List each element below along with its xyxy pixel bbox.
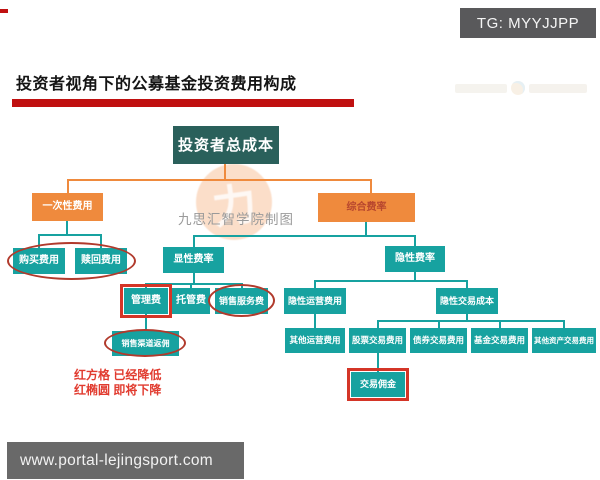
red-ellipse-sales-rebate — [104, 329, 186, 357]
node-trading-commission: 交易佣金 — [351, 372, 405, 397]
node-bond-trading-fee: 债券交易费用 — [410, 328, 467, 353]
corner-red-dash — [0, 9, 8, 13]
node-custody-fee: 托管费 — [172, 288, 210, 314]
connector — [193, 235, 416, 237]
connector — [193, 235, 195, 247]
connector — [377, 320, 379, 328]
connector — [563, 320, 565, 328]
legend-line-red-square: 红方格 已经降低 — [74, 368, 162, 382]
node-fund-trading-fee: 基金交易费用 — [471, 328, 528, 353]
legend: 红方格 已经降低 红椭圆 即将下降 — [74, 368, 161, 398]
connector — [100, 234, 102, 248]
watermark-logo-icon — [511, 81, 525, 95]
node-composite-rate: 综合费率 — [318, 193, 415, 222]
node-management-fee: 管理费 — [124, 288, 168, 314]
connector — [365, 222, 367, 236]
connector — [377, 320, 564, 322]
footer-url: www.portal-lejingsport.com — [20, 451, 214, 469]
node-implicit-trading-cost: 隐性交易成本 — [436, 288, 498, 314]
connector — [224, 164, 226, 181]
connector — [314, 280, 468, 282]
node-total-cost: 投资者总成本 — [173, 126, 279, 164]
red-rect-management-fee — [120, 284, 172, 318]
telegram-badge: TG: MYYJJPP — [460, 8, 596, 38]
connector — [466, 280, 468, 288]
red-rect-trading-commission — [347, 368, 409, 401]
connector — [190, 283, 192, 288]
faint-watermark — [455, 80, 595, 96]
connector — [499, 320, 501, 328]
connector — [193, 273, 195, 284]
page-title: 投资者视角下的公募基金投资费用构成 — [16, 76, 297, 93]
connector — [38, 234, 40, 248]
connector — [145, 283, 243, 285]
connector — [314, 314, 316, 328]
connector — [414, 235, 416, 246]
node-implicit-rate: 隐性费率 — [385, 246, 445, 272]
connector — [466, 314, 468, 321]
red-ellipse-sales-service — [208, 284, 275, 317]
watermark-blur-left — [455, 83, 507, 93]
connector — [377, 353, 379, 372]
connector — [67, 179, 372, 181]
connector — [66, 221, 68, 235]
watermark-circle-logo: 力 — [196, 164, 272, 240]
connector — [370, 179, 372, 194]
node-explicit-rate: 显性费率 — [163, 247, 224, 273]
connector — [38, 234, 102, 236]
connector — [414, 272, 416, 281]
node-other-asset-trading-fee: 其他资产交易费用 — [532, 328, 596, 353]
connector — [438, 320, 440, 328]
watermark-blur-right — [529, 83, 587, 93]
connector — [67, 179, 69, 194]
node-stock-trading-fee: 股票交易费用 — [349, 328, 406, 353]
node-other-operating-fee: 其他运营费用 — [285, 328, 345, 353]
connector — [145, 314, 147, 331]
legend-line-red-ellipse: 红椭圆 即将下降 — [74, 383, 162, 397]
node-implicit-operating-fee: 隐性运营费用 — [284, 288, 346, 314]
footer-url-bar: www.portal-lejingsport.com — [7, 442, 244, 479]
connector — [314, 280, 316, 288]
node-one-time-fees: 一次性费用 — [32, 193, 103, 221]
watermark-credit-text: 九思汇智学院制图 — [178, 212, 294, 227]
red-ellipse-purchase-redemption — [7, 242, 136, 280]
title-red-underline — [12, 99, 354, 107]
